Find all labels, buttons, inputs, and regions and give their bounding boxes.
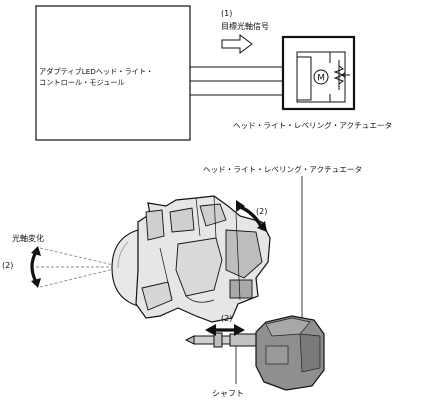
wiper-arrow-icon — [341, 72, 350, 78]
block-diagram: アダプティブLEDヘッド・ライト・ コントロール・モジュール (1) 目標光軸信… — [35, 5, 392, 141]
shaft — [184, 332, 261, 348]
actuator-circuit — [296, 51, 346, 103]
housing-details — [141, 203, 263, 311]
rotation-arrow-head-1 — [236, 200, 245, 212]
motor-symbol: M — [317, 74, 325, 84]
light-beam-lines — [36, 247, 123, 288]
bottom-actuator-label: ヘッド・ライト・レベリング・アクチュエータ — [203, 164, 362, 174]
shaft-double-arrow-icon — [205, 324, 245, 336]
control-module-label-line2: コントロール・モジュール — [39, 78, 125, 87]
tilt-curved-arrow-icon — [30, 251, 38, 283]
rotation-arrow-head-2 — [257, 221, 267, 232]
tilt-arrow-head-bottom — [31, 278, 41, 288]
axis-change-label: 光軸変化 — [12, 233, 44, 243]
tilt-marker-left: (2) — [2, 261, 13, 270]
shaft-label: シャフト — [212, 389, 244, 398]
shaft-marker: (2) — [221, 314, 232, 323]
tilt-arrow-head-top — [31, 246, 41, 256]
signal-number: (1) — [221, 9, 232, 18]
actuator-shading — [265, 317, 321, 373]
control-module-label-line1: アダプティブLEDヘッド・ライト・ — [39, 67, 153, 76]
signal-label: 目標光軸信号 — [221, 21, 269, 31]
motor-icon — [313, 69, 329, 85]
lens-highlight — [117, 241, 129, 269]
headlamp-illustration: ヘッド・ライト・レベリング・アクチュエータ 光軸変化 (2) — [2, 164, 362, 398]
top-actuator-label: ヘッド・ライト・レベリング・アクチュエータ — [233, 120, 392, 130]
headlamp-lens — [111, 229, 139, 307]
signal-wires — [190, 66, 297, 96]
rotation-marker: (2) — [256, 207, 267, 216]
signal-arrow-icon — [221, 34, 253, 54]
housing-edge-lines — [159, 195, 241, 303]
control-module-box — [35, 5, 191, 141]
